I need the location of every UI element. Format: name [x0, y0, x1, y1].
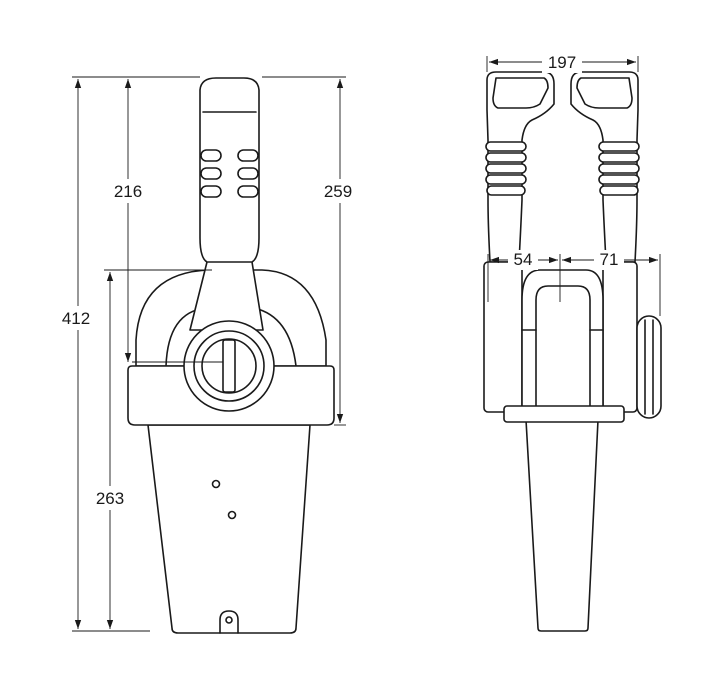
front-lower-housing: [147, 424, 311, 634]
side-right-knob: [636, 315, 662, 419]
side-center-slot: [535, 285, 591, 409]
front-pivot-hub-ring: [193, 330, 265, 402]
front-view: 412 216 259 263: [58, 76, 358, 634]
side-left-lever-cap: [492, 77, 549, 109]
front-bottom-tab-hole: [225, 616, 233, 624]
dim-inner-width: 54: [514, 250, 533, 269]
front-pivot-key: [222, 339, 236, 393]
front-lever-arm: [189, 77, 264, 331]
dim-hub-width: 71: [600, 250, 619, 269]
dim-total-width: 197: [548, 53, 576, 72]
dim-lever-height: 216: [114, 182, 142, 201]
side-right-lever-cap: [576, 77, 633, 109]
side-base-flange: [503, 405, 625, 423]
side-lower-housing: [525, 419, 599, 632]
side-left-grip-ribs: [485, 141, 527, 196]
side-left-cover: [483, 261, 523, 413]
side-view: 197 54 71: [483, 51, 662, 632]
dim-top-to-base-height: 259: [324, 182, 352, 201]
side-right-grip-ribs: [598, 141, 640, 196]
side-right-cover: [602, 261, 638, 413]
side-center-housing: [521, 269, 604, 409]
dim-overall-height: 412: [62, 309, 90, 328]
front-screw-hole-1: [211, 479, 221, 489]
dim-housing-height: 263: [96, 489, 124, 508]
front-screw-hole-2: [227, 510, 237, 520]
front-bottom-tab: [219, 610, 239, 634]
front-grip-ribs: [200, 149, 259, 198]
